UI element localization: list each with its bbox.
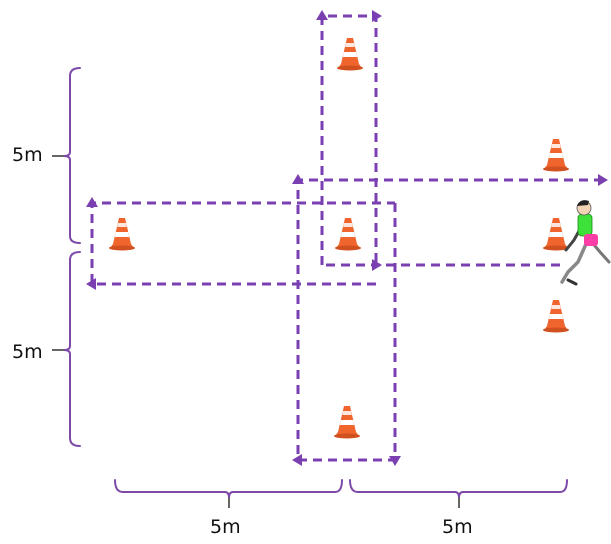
dimension-label-left-upper: 5m (12, 144, 43, 166)
traffic-cone-icon (543, 300, 569, 333)
arrowhead-inner-right (372, 259, 382, 271)
bracket-bottom-right (349, 479, 568, 499)
bracket-left-upper (63, 67, 81, 244)
traffic-cone-icon (334, 406, 360, 439)
arrowhead-right-down (389, 456, 401, 466)
dimension-label-bottom-right: 5m (442, 516, 473, 538)
traffic-cone-icon (543, 139, 569, 172)
arrowhead-top-right (372, 10, 382, 22)
arrowhead-left-top (86, 197, 98, 207)
left-dimension-brackets (63, 67, 81, 447)
traffic-cone-icon (335, 218, 361, 251)
arrowhead-top-left (316, 10, 328, 20)
traffic-cone-icon (109, 218, 135, 251)
bracket-left-lower (63, 251, 81, 447)
arrowhead-exit-right (598, 174, 608, 186)
cones (109, 38, 569, 439)
traffic-cone-icon (543, 218, 569, 251)
runner-icon (560, 200, 611, 286)
bracket-bottom-left (114, 479, 343, 499)
path-top-loop (320, 14, 378, 265)
dimension-label-left-lower: 5m (12, 341, 43, 363)
arrowhead-left-bottom (86, 278, 96, 290)
bottom-dimension-brackets (114, 479, 568, 499)
dimension-label-bottom-left: 5m (210, 516, 241, 538)
path-left-loop (90, 201, 395, 286)
arrowhead-bottom-left (292, 454, 302, 466)
traffic-cone-icon (337, 38, 363, 71)
arrowhead-up-center (292, 174, 304, 184)
arrowheads (86, 10, 608, 466)
